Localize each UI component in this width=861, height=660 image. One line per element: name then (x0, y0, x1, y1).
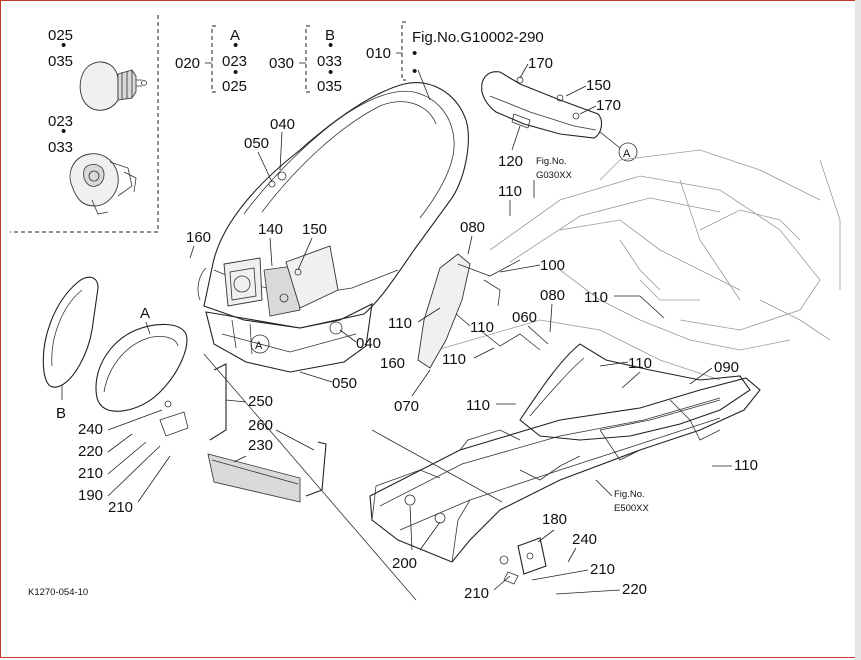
callout-110-f: 110 (584, 289, 608, 306)
group-b: 030 B • 033 • 035 (269, 25, 342, 95)
frame-drawing (429, 149, 841, 381)
group-a-dot-2: • (233, 64, 238, 81)
figure-number: Fig.No.G10002-290 (412, 29, 544, 46)
group-a: 020 A • 023 • 025 (175, 25, 247, 95)
group-a-key: 020 (175, 55, 200, 72)
callout-250: 250 (248, 393, 273, 410)
callout-160-upper: 160 (186, 229, 211, 246)
callout-110-c: 110 (470, 319, 494, 336)
figure-code: K1270-054-10 (28, 587, 88, 598)
callout-120: 120 (498, 153, 523, 170)
group-010: 010 Fig.No.G10002-290 • • (366, 21, 544, 101)
callout-190: 190 (78, 487, 103, 504)
group-a-letter: A (230, 27, 240, 44)
inset-socket-part-1: 023 (48, 113, 73, 130)
hood-marker-a-letter: A (255, 340, 263, 352)
ref-e500-line2: E500XX (614, 503, 650, 514)
callout-260: 260 (248, 417, 273, 434)
inset-divider (10, 15, 159, 233)
leader-a (145, 321, 151, 335)
callout-070: 070 (394, 398, 419, 415)
group-a-item-2: 025 (222, 78, 247, 95)
inset-socket-part-2: 033 (48, 139, 73, 156)
bar-marker-a (618, 142, 638, 162)
callout-160-lower: 160 (380, 355, 405, 372)
front-bar-drawing (481, 71, 603, 139)
group-b-item-1: 033 (317, 53, 342, 70)
bulb-drawing (79, 61, 147, 111)
socket-drawing (69, 153, 137, 215)
ref-e500-line1: Fig.No. (614, 489, 645, 500)
right-edge-strip (855, 0, 861, 660)
callout-220-left: 220 (78, 443, 103, 460)
group-b-item-2: 035 (317, 78, 342, 95)
headlight-drawing (42, 276, 189, 437)
callout-150-bar: 150 (586, 77, 611, 94)
callout-210-left-2: 210 (108, 499, 133, 516)
callout-080-b: 080 (540, 287, 565, 304)
callout-210-right: 210 (590, 561, 615, 578)
inset-dot: • (61, 37, 66, 54)
group-010-dot-2: • (412, 63, 417, 80)
group-b-dot: • (328, 37, 333, 54)
callout-080-a: 080 (460, 219, 485, 236)
ref-g030-line1: Fig.No. (536, 156, 567, 167)
callout-050-upper: 050 (244, 135, 269, 152)
callout-110-e: 110 (466, 397, 490, 414)
group-b-dot-2: • (328, 64, 333, 81)
callouts: 040 050 160 140 150 040 160 050 170 150 … (78, 55, 758, 602)
group-a-dot: • (233, 37, 238, 54)
inset-bulb-part-1: 025 (48, 27, 73, 44)
callout-110-d: 110 (442, 351, 466, 368)
hood-marker-a (250, 334, 270, 354)
callout-230: 230 (248, 437, 273, 454)
group-010-key: 010 (366, 45, 391, 62)
callout-110-h: 110 (734, 457, 758, 474)
inset-bulb-part-2: 035 (48, 53, 73, 70)
callout-240-left: 240 (78, 421, 103, 438)
callout-210-bottom: 210 (464, 585, 489, 602)
callout-060: 060 (512, 309, 537, 326)
callout-110-g: 110 (628, 355, 652, 372)
callout-050-lower: 050 (332, 375, 357, 392)
ref-g030-line2: G030XX (536, 170, 573, 181)
callout-180: 180 (542, 511, 567, 528)
group-010-dot: • (412, 45, 417, 62)
headlight-marker-a: A (140, 305, 150, 322)
leader-e500 (595, 479, 613, 497)
hood-drawing (197, 82, 469, 373)
chassis-drawing (207, 253, 761, 585)
guide-line-1 (203, 353, 417, 601)
callout-140: 140 (258, 221, 283, 238)
callout-110-b: 110 (388, 315, 412, 332)
callout-040-upper: 040 (270, 116, 295, 133)
callout-240-right: 240 (572, 531, 597, 548)
group-b-letter: B (325, 27, 335, 44)
inset-dot-2: • (61, 123, 66, 140)
guide-line-2 (371, 429, 503, 503)
callout-150-hood: 150 (302, 221, 327, 238)
callout-210-left: 210 (78, 465, 103, 482)
callout-090: 090 (714, 359, 739, 376)
callout-220-right: 220 (622, 581, 647, 598)
callout-040-lower: 040 (356, 335, 381, 352)
callout-100: 100 (540, 257, 565, 274)
bar-marker-a-letter: A (623, 148, 631, 160)
callout-170-bar: 170 (596, 97, 621, 114)
group-a-item-1: 023 (222, 53, 247, 70)
callout-110-a: 110 (498, 183, 522, 200)
callout-170-top: 170 (528, 55, 553, 72)
headlight-marker-b: B (56, 405, 66, 422)
group-b-key: 030 (269, 55, 294, 72)
callout-200: 200 (392, 555, 417, 572)
